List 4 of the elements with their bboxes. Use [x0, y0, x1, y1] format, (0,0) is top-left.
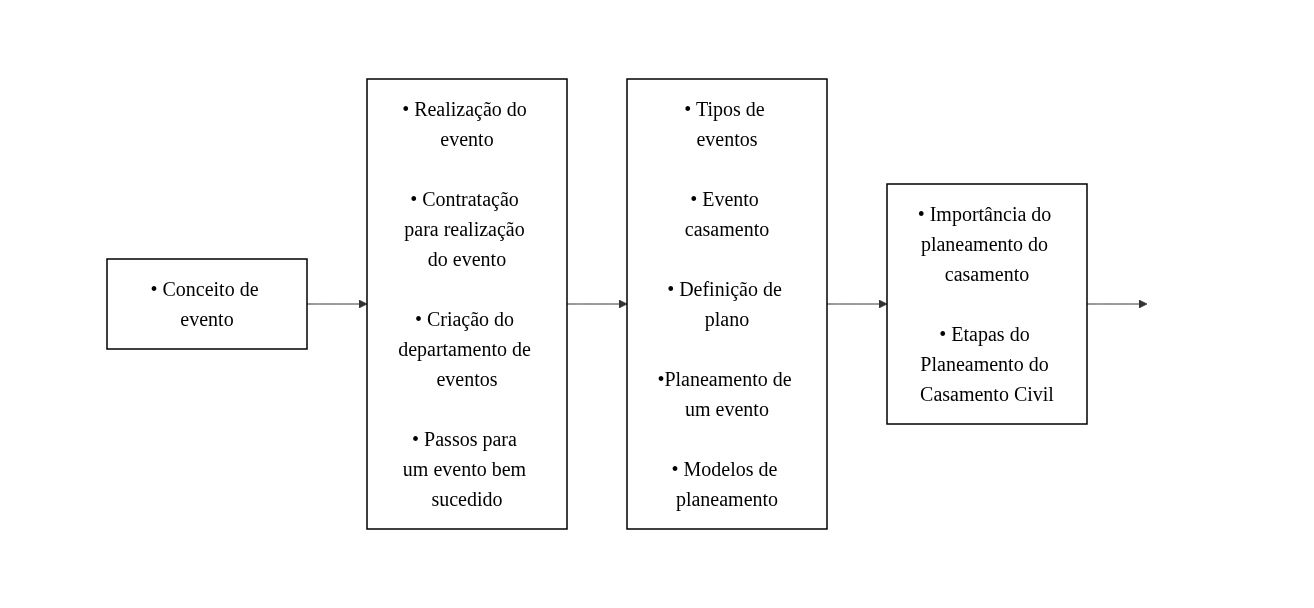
node-box: • Tipos de eventos • Evento casamento • Definição de plano •Planeamento de um evento • Modelos de planeamento	[626, 78, 828, 530]
node-box: • Realização do evento • Contratação para realização do evento • Criação do departamento de eventos • Passos para um evento bem sucedido	[366, 78, 568, 530]
node-box: • Conceito de evento	[106, 258, 308, 350]
node-box: • Importância do planeamento do casamento • Etapas do Planeamento do Casamento Civil	[886, 183, 1088, 425]
